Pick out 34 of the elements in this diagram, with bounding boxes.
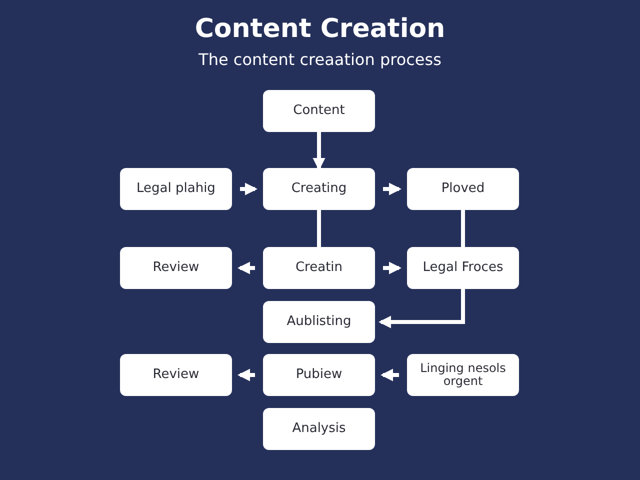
- process-box: [120, 168, 232, 210]
- diagram-subtitle: The content creaation process: [198, 50, 442, 69]
- arrow: [378, 289, 465, 328]
- arrow: [380, 368, 399, 382]
- box-label: Legal plahig: [136, 182, 216, 196]
- arrow: [383, 182, 402, 196]
- box-label: Linging nesols orgent: [419, 362, 507, 388]
- box-label: Content: [293, 104, 345, 118]
- process-box: [120, 247, 232, 289]
- process-box: [263, 408, 375, 450]
- process-box: [263, 168, 375, 210]
- box-label: Ploved: [441, 182, 485, 196]
- box-label: Aublisting: [286, 315, 352, 329]
- arrow: [237, 262, 255, 274]
- box-label: Legal Froces: [422, 261, 504, 275]
- arrow: [237, 368, 255, 382]
- box-label: Pubiew: [296, 368, 342, 382]
- box-label: Creating: [291, 182, 347, 196]
- process-box: [120, 354, 232, 396]
- box-label: Creatin: [295, 261, 343, 275]
- box-label: Review: [152, 261, 200, 275]
- arrow: [240, 182, 258, 196]
- diagram-title: Content Creation: [194, 14, 446, 44]
- arrow: [312, 132, 326, 171]
- process-box: [407, 168, 519, 210]
- process-box: [263, 90, 375, 132]
- process-box: [407, 354, 519, 396]
- process-box: [263, 301, 375, 343]
- box-label: Analysis: [292, 422, 346, 436]
- arrow: [383, 262, 402, 274]
- process-box: [407, 247, 519, 289]
- process-box: [263, 247, 375, 289]
- box-label: Review: [152, 368, 200, 382]
- process-box: [263, 354, 375, 396]
